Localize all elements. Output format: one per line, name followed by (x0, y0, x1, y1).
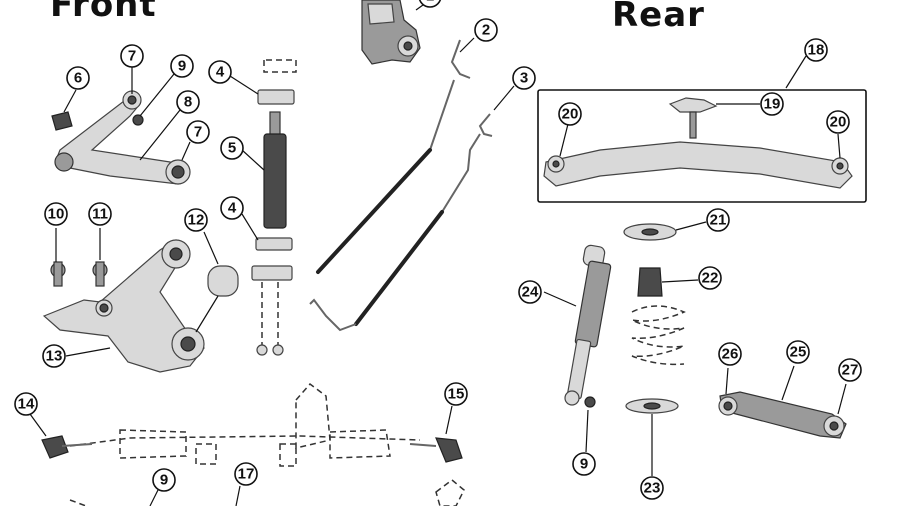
svg-text:27: 27 (842, 362, 859, 379)
callout-24: 24 (518, 280, 542, 304)
svg-text:4: 4 (216, 64, 225, 81)
callout-9-rack: 9 (152, 468, 176, 492)
power-steering-pump (361, 0, 421, 65)
svg-text:24: 24 (522, 284, 539, 301)
callout-7-right: 7 (186, 120, 210, 144)
callout-5: 5 (220, 136, 244, 160)
svg-text:9: 9 (160, 472, 168, 489)
svg-text:6: 6 (74, 70, 82, 87)
svg-text:9: 9 (580, 456, 588, 473)
callout-22: 22 (698, 266, 722, 290)
callout-15: 15 (444, 382, 468, 406)
callout-4-bottom: 4 (220, 196, 244, 220)
callout-2: 2 (474, 18, 498, 42)
front-heading: Front (50, 0, 157, 25)
callout-8: 8 (176, 90, 200, 114)
callout-18: 18 (804, 38, 828, 62)
svg-text:19: 19 (764, 96, 781, 113)
callout-17: 17 (234, 462, 258, 486)
return-hose (309, 113, 493, 332)
rear-spring-seat-lower (625, 398, 679, 414)
callout-9-rear: 9 (572, 452, 596, 476)
upper-control-arm (51, 90, 191, 185)
lower-control-arm (42, 239, 239, 373)
rear-coil-spring (631, 305, 686, 366)
rear-crossmember (543, 97, 853, 189)
callout-21: 21 (706, 208, 730, 232)
svg-text:20: 20 (830, 114, 847, 131)
callout-10: 10 (44, 202, 68, 226)
callout-25: 25 (786, 340, 810, 364)
callout-9-front: 9 (170, 54, 194, 78)
svg-text:26: 26 (722, 346, 739, 363)
svg-text:17: 17 (238, 466, 255, 483)
svg-text:23: 23 (644, 480, 661, 497)
callout-20-left: 20 (558, 102, 582, 126)
callout-20-right: 20 (826, 110, 850, 134)
callout-23: 23 (640, 476, 664, 500)
svg-text:10: 10 (48, 206, 65, 223)
svg-text:9: 9 (178, 58, 186, 75)
callout-11: 11 (88, 202, 112, 226)
svg-text:7: 7 (194, 124, 202, 141)
rear-spring-seat-upper (623, 223, 677, 241)
svg-text:15: 15 (448, 386, 465, 403)
svg-text:25: 25 (790, 344, 807, 361)
svg-text:21: 21 (710, 212, 727, 229)
callout-4-top: 4 (208, 60, 232, 84)
svg-text:13: 13 (46, 348, 63, 365)
svg-text:1: 1 (426, 0, 434, 5)
rear-shock-absorber (564, 244, 612, 408)
svg-text:11: 11 (92, 206, 108, 223)
callout-19: 19 (760, 92, 784, 116)
svg-text:12: 12 (188, 212, 205, 229)
svg-text:2: 2 (482, 22, 490, 39)
callout-12: 12 (184, 208, 208, 232)
svg-text:14: 14 (18, 396, 35, 413)
front-shock-absorber (251, 59, 297, 356)
svg-text:3: 3 (520, 70, 528, 87)
svg-text:4: 4 (228, 200, 237, 217)
svg-text:20: 20 (562, 106, 579, 123)
callout-7-top: 7 (120, 44, 144, 68)
callout-3: 3 (512, 66, 536, 90)
rear-heading: Rear (612, 0, 705, 35)
svg-text:8: 8 (184, 94, 192, 111)
pressure-hose (316, 39, 471, 274)
svg-text:7: 7 (128, 48, 136, 65)
callout-14: 14 (14, 392, 38, 416)
callout-1: 1 (418, 0, 442, 8)
svg-text:22: 22 (702, 270, 719, 287)
callout-26: 26 (718, 342, 742, 366)
svg-text:18: 18 (808, 42, 825, 59)
steering-rack (41, 382, 465, 506)
rear-trailing-arm (718, 391, 847, 439)
callout-6: 6 (66, 66, 90, 90)
rear-bump-stop (637, 267, 663, 297)
svg-text:5: 5 (228, 140, 236, 157)
callout-13: 13 (42, 344, 66, 368)
rear-crossmember-group (537, 89, 867, 203)
callout-27: 27 (838, 358, 862, 382)
